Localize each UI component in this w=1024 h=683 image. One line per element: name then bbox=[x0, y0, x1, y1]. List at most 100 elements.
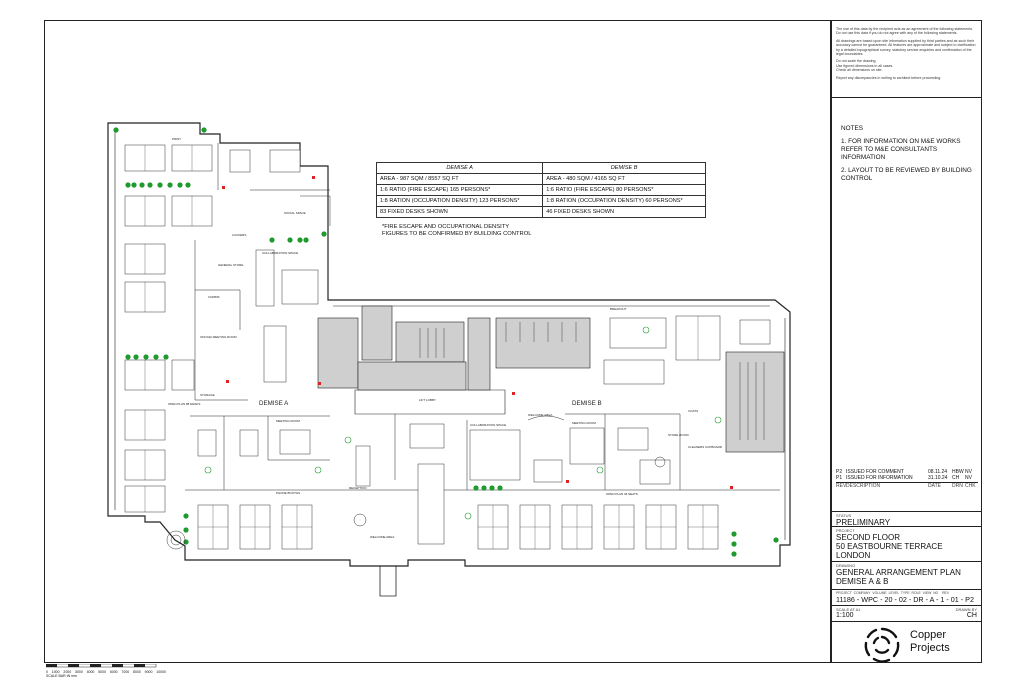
rev-cell: NV bbox=[965, 469, 972, 475]
lockers-label: LOCKERS bbox=[232, 233, 246, 237]
scale-tick: 6000 bbox=[109, 670, 118, 674]
floor-plan: DEMISE A DEMISE B LIFT LOBBY RECEPTION W… bbox=[107, 122, 791, 597]
social-space-label: SOCIAL SPACE bbox=[284, 211, 306, 215]
project-line: 50 EASTBOURNE TERRACE bbox=[836, 542, 943, 551]
notes-panel: NOTES 1. FOR INFORMATION ON M&E WORKS RE… bbox=[841, 125, 975, 188]
welcome-area-b-label: WELCOME AREA bbox=[528, 413, 552, 417]
breakout-label: BREAKOUT bbox=[610, 307, 627, 311]
rev-cell: HBW bbox=[952, 469, 964, 475]
footnote-line: *FIRE ESCAPE AND OCCUPATIONAL DENSITY bbox=[382, 224, 510, 230]
demise-b-label: DEMISE B bbox=[572, 400, 602, 407]
table-row: P2 ISSUED FOR COMMENT 08.11.24 HBW NV bbox=[836, 469, 978, 475]
drawing-frame bbox=[44, 20, 831, 663]
table-row: 1:6 RATIO (FIRE ESCAPE) 165 PERSONS* 1:6… bbox=[375, 184, 706, 196]
disclaimer-text: Do not scale the drawing. bbox=[836, 59, 877, 64]
table-cell: 46 FIXED DESKS SHOWN bbox=[542, 206, 706, 218]
scale-value: 1:100 bbox=[836, 612, 854, 619]
rev-cell: P2 bbox=[836, 469, 843, 475]
disclaimer-text: Report any discrepancies in writing to a… bbox=[836, 75, 942, 80]
drawing-number-label: PROJECT COMPANY VOLUME LEVEL TYPE ROLE V… bbox=[836, 591, 950, 595]
table-cell: AREA - 480 SQM / 4165 SQ FT bbox=[542, 173, 706, 185]
phone-booths-label: PHONE BOOTHS bbox=[276, 491, 300, 495]
meeting-room-label: MEETING ROOM bbox=[276, 419, 300, 423]
drawn-by-label: DRAWN BY bbox=[955, 607, 977, 612]
note-item: 1. FOR INFORMATION ON M&E WORKS REFER TO… bbox=[841, 138, 961, 161]
rev-header-cell: CHK bbox=[965, 483, 976, 489]
note-item: 2. LAYOUT TO BE REVIEWED BY BUILDING CON… bbox=[841, 167, 972, 182]
status-cell: STATUS PRELIMINARY bbox=[832, 511, 981, 528]
drawing-title-cell: DRAWING GENERAL ARRANGEMENT PLAN DEMISE … bbox=[832, 561, 981, 587]
table-cell: 83 FIXED DESKS SHOWN bbox=[375, 206, 544, 218]
rev-cell: ISSUED FOR INFORMATION bbox=[846, 475, 913, 481]
drawing-number: 11186 - WPC - 20 - 02 - DR - A - 1 - 01 … bbox=[836, 595, 974, 604]
table-header: DEMISE A bbox=[375, 162, 544, 174]
rev-cell: NV bbox=[965, 475, 972, 481]
fire-markers bbox=[222, 176, 733, 489]
office-meeting-room-label: OFFICE/ MEETING ROOM bbox=[200, 335, 237, 339]
drawing-label: DRAWING bbox=[836, 563, 856, 568]
building-outline bbox=[107, 122, 791, 567]
table-cell: 1:6 RATIO (FIRE ESCAPE) 80 PERSONS* bbox=[542, 184, 706, 196]
scale-label: SCALE AT A1 bbox=[836, 607, 861, 612]
status-value: PRELIMINARY bbox=[836, 518, 891, 527]
disclaimer-text: All drawings are based upon site informa… bbox=[836, 38, 976, 57]
general-store-label: GENERAL STORE bbox=[218, 263, 243, 267]
drawing-title-line: DEMISE A & B bbox=[836, 577, 889, 586]
rev-header-cell: DRN bbox=[952, 483, 963, 489]
scale-cell: SCALE AT A1 DRAWN BY 1:100 CH bbox=[832, 605, 981, 621]
table-cell: 1:6 RATIO (FIRE ESCAPE) 165 PERSONS* bbox=[375, 184, 544, 196]
table-header: DEMISE B bbox=[542, 162, 706, 174]
store-room-label: STORE ROOM bbox=[668, 433, 689, 437]
status-label: STATUS bbox=[836, 513, 852, 518]
scale-tick: 1000 bbox=[51, 670, 60, 674]
scale-tick: 2000 bbox=[63, 670, 72, 674]
table-row: AREA - 987 SQM / 8557 SQ FT AREA - 480 S… bbox=[375, 173, 706, 185]
disclaimer-text: Use figured dimensions in all cases. bbox=[836, 63, 894, 68]
area-schedule-table: DEMISE A DEMISE B AREA - 987 SQM / 8557 … bbox=[375, 162, 706, 218]
scale-tick: 8000 bbox=[133, 670, 141, 674]
table-cell: 1:8 RATION (OCCUPATION DENSITY) 123 PERS… bbox=[375, 195, 544, 207]
table-row: P1 ISSUED FOR INFORMATION 31.10.24 CH NV bbox=[836, 475, 978, 481]
disclaimer: The use of this data by the recipient ac… bbox=[836, 27, 976, 80]
plants bbox=[113, 127, 779, 557]
drawing-title-line: GENERAL ARRANGEMENT PLAN bbox=[836, 568, 961, 577]
scale-tick: 9000 bbox=[144, 670, 153, 674]
company-name: Copper Projects bbox=[910, 629, 950, 655]
notes-heading: NOTES bbox=[841, 125, 864, 132]
disclaimer-text: The use of this data by the recipient ac… bbox=[836, 27, 974, 36]
cleaners-cupboard-label: CLEANERS CUPBOARD bbox=[688, 445, 723, 449]
collaboration-space-b-label: COLLABORATION SPACE bbox=[262, 251, 298, 255]
drawn-by-value: CH bbox=[966, 612, 977, 619]
comms-label: COMMS bbox=[208, 295, 220, 299]
lift-lobby-outline bbox=[354, 389, 506, 415]
scale-tick: 4000 bbox=[86, 670, 95, 674]
scale-caption: SCALE BAR IN mm bbox=[46, 674, 77, 678]
lift-lobby-label: LIFT LOBBY bbox=[419, 398, 436, 402]
meeting-room-small-label: MEETING ROOM bbox=[572, 421, 596, 425]
project-line: LONDON bbox=[836, 551, 871, 560]
scale-tick: 0 bbox=[46, 670, 48, 674]
rev-header-cell: DESCRIPTION bbox=[846, 483, 881, 489]
project-line: SECOND FLOOR bbox=[836, 533, 901, 542]
storage-label: STORAGE bbox=[200, 393, 215, 397]
rev-cell: 08.11.24 bbox=[928, 469, 948, 475]
meeting-tables bbox=[197, 149, 771, 545]
reception-label: RECEPTION bbox=[349, 486, 367, 490]
scale-tick: 5000 bbox=[98, 670, 106, 674]
scale-tick: 3000 bbox=[74, 670, 83, 674]
scale-bar: 0 1000 2000 3000 4000 5000 6000 7000 800… bbox=[46, 664, 166, 678]
open-plan-b-label: OPEN PLAN 36 SEATS bbox=[606, 492, 638, 496]
collaboration-space-label: COLLABORATION SPACE bbox=[470, 423, 506, 427]
rev-cell: CH bbox=[952, 475, 960, 481]
table-row: 83 FIXED DESKS SHOWN 46 FIXED DESKS SHOW… bbox=[375, 206, 706, 218]
table-cell: AREA - 987 SQM / 8557 SQ FT bbox=[375, 173, 544, 185]
rev-cell: P1 bbox=[836, 475, 843, 481]
rev-cell: ISSUED FOR COMMENT bbox=[846, 469, 904, 475]
welcome-area-label: WELCOME AREA bbox=[370, 535, 394, 539]
project-label: PROJECT bbox=[836, 528, 855, 533]
scale-tick: 10000 bbox=[156, 670, 166, 674]
title-block: The use of this data by the recipient ac… bbox=[831, 20, 982, 663]
revision-table: P2 ISSUED FOR COMMENT 08.11.24 HBW NV P1… bbox=[836, 469, 978, 489]
company-line: Copper bbox=[910, 629, 947, 641]
central-core bbox=[317, 305, 785, 453]
